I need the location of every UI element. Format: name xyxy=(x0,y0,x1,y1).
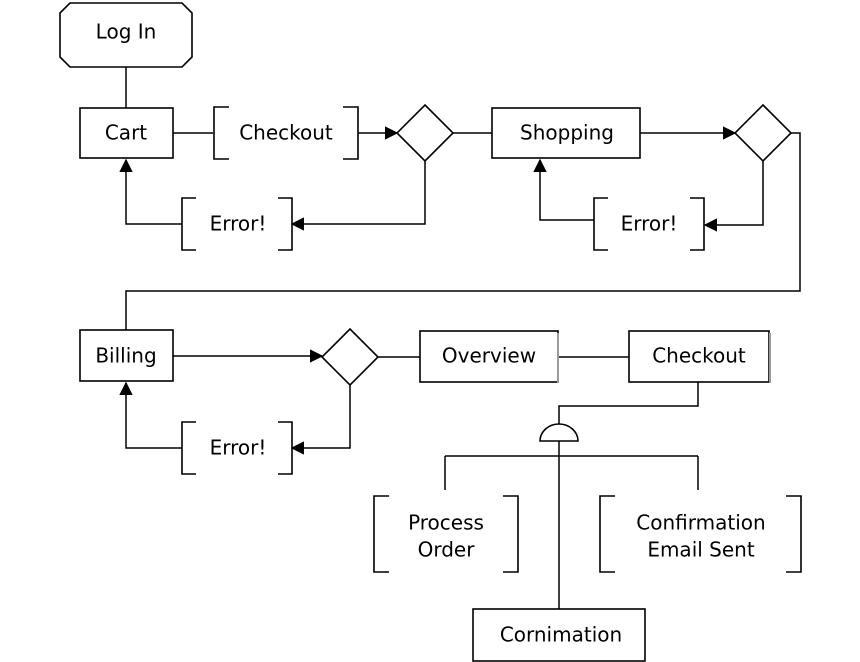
login-node: Log In xyxy=(59,2,193,68)
checkout-1-label: Checkout xyxy=(239,121,333,145)
arrow-error3-billing xyxy=(119,381,182,449)
confirmation-email-right-bracket xyxy=(786,495,802,573)
confirmation-label: Cornimation xyxy=(500,623,622,647)
cart-node: Cart xyxy=(79,107,174,159)
confirmation-email-left-bracket xyxy=(599,495,615,573)
billing-shape xyxy=(79,329,174,382)
error-3-right-bracket xyxy=(278,421,293,475)
error-node-2: Error! xyxy=(593,197,705,251)
confirmation-email-node: Confirmation Email Sent xyxy=(599,495,802,573)
arrow-decision3-error3 xyxy=(290,384,351,455)
billing-label: Billing xyxy=(95,344,156,368)
overview-node: Overview xyxy=(419,330,559,383)
connector-checkout2-gate xyxy=(558,382,699,426)
error-3-label: Error! xyxy=(210,436,267,460)
checkout-1-right-bracket xyxy=(343,106,359,160)
checkout-node-1: Checkout xyxy=(213,106,359,160)
error-node-1: Error! xyxy=(181,197,293,251)
error-2-right-bracket xyxy=(690,197,705,251)
checkout-2-shape xyxy=(628,330,770,383)
confirmation-email-label-line1: Confirmation xyxy=(636,511,765,535)
confirmation-email-label-line2: Email Sent xyxy=(647,538,755,562)
shopping-shape xyxy=(491,107,641,159)
decision-diamond-3 xyxy=(320,327,380,387)
process-order-right-bracket xyxy=(503,495,519,573)
process-order-node: Process Order xyxy=(373,495,519,573)
login-label: Log In xyxy=(96,20,157,44)
checkout-node-2: Checkout xyxy=(628,330,771,383)
billing-node: Billing xyxy=(79,329,174,382)
overview-shape xyxy=(419,330,559,383)
connector-decision2-billing xyxy=(125,132,801,330)
login-shape xyxy=(59,2,193,68)
error-3-left-bracket xyxy=(181,421,196,475)
arrow-decision1-error1 xyxy=(290,161,426,231)
process-order-left-bracket xyxy=(373,495,389,573)
and-gate-symbol xyxy=(539,423,579,442)
checkout-1-left-bracket xyxy=(213,106,229,160)
error-1-label: Error! xyxy=(210,212,267,236)
arrow-error2-shopping xyxy=(533,158,594,221)
overview-label: Overview xyxy=(442,344,536,368)
process-order-label-line1: Process xyxy=(408,511,484,535)
confirmation-node: Cornimation xyxy=(472,608,646,662)
error-2-left-bracket xyxy=(593,197,608,251)
decision-diamond-1 xyxy=(395,103,455,163)
cart-label: Cart xyxy=(105,121,147,145)
connectors xyxy=(119,67,801,610)
arrow-error1-cart xyxy=(119,158,182,225)
error-1-left-bracket xyxy=(181,197,196,251)
error-1-right-bracket xyxy=(278,197,293,251)
shopping-label: Shopping xyxy=(520,121,614,145)
process-order-label-line2: Order xyxy=(418,538,476,562)
confirmation-shape xyxy=(472,608,646,662)
error-node-3: Error! xyxy=(181,421,293,475)
checkout-2-label: Checkout xyxy=(652,344,746,368)
decision-diamond-2 xyxy=(733,103,793,163)
shopping-node: Shopping xyxy=(491,107,641,159)
cart-shape xyxy=(79,107,174,159)
error-2-label: Error! xyxy=(621,212,678,236)
arrow-decision2-error2 xyxy=(703,161,764,232)
